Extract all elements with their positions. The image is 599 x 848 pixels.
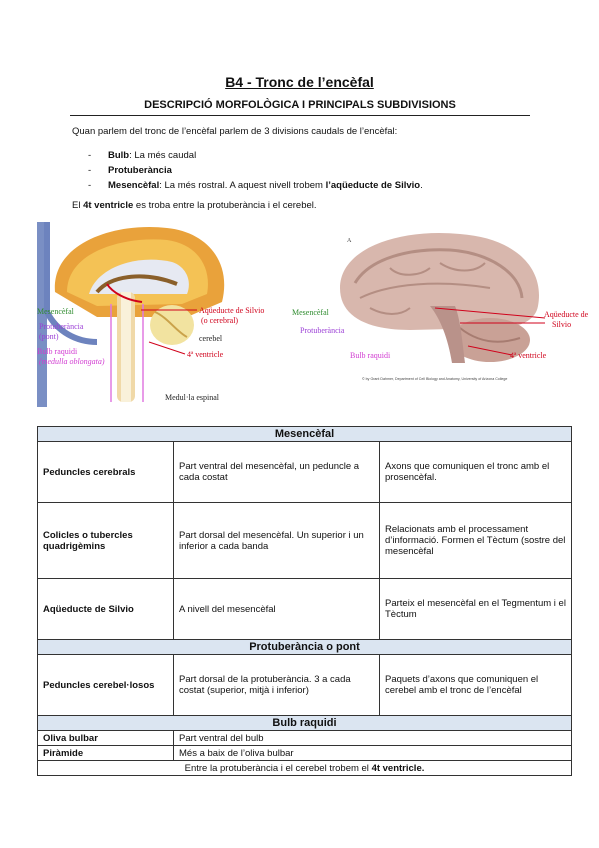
- description-cell: Part ventral del mesencèfal, un peduncle…: [173, 441, 380, 503]
- label-pont: (pont): [39, 332, 59, 341]
- list-item-tail: .: [420, 180, 423, 191]
- description-cell: Més a baix de l’oliva bulbar: [173, 745, 572, 761]
- table-row: Peduncles cerebrals Part ventral del mes…: [37, 441, 572, 503]
- page-title: B4 - Tronc de l’encèfal: [225, 74, 374, 90]
- notes-cell: Paquets d’axons que comuniquen el cerebe…: [379, 654, 572, 716]
- note-post: es troba entre la protuberància i el cer…: [133, 200, 317, 211]
- note-bold: 4t ventricle: [83, 200, 134, 211]
- label-aqueducte-2: Aqüeducte de: [544, 310, 589, 319]
- section-title: Mesencèfal: [37, 426, 572, 442]
- list-item: Protuberància: [88, 163, 423, 178]
- list-item-term: Bulb: [108, 150, 130, 161]
- footer-text: Entre la protuberància i el cerebel trob…: [184, 762, 372, 774]
- table-section-header: Protuberància o pont: [37, 639, 572, 655]
- description-cell: Part ventral del bulb: [173, 730, 572, 746]
- footer-cell: Entre la protuberància i el cerebel trob…: [37, 760, 572, 776]
- list-item-term: Mesencèfal: [108, 180, 160, 191]
- list-item-emphasis: l’aqüeducte de Silvio: [325, 180, 421, 191]
- label-mesencefal-2: Mesencèfal: [292, 308, 329, 317]
- label-medulla-oblongata: (medulla oblongata): [39, 357, 105, 366]
- list-item: Bulb: La més caudal: [88, 148, 423, 163]
- notes-cell: Parteix el mesencèfal en el Tegmentum i …: [379, 578, 572, 640]
- label-bulb: Bulb raquidi: [37, 347, 78, 356]
- label-cerebel: cerebel: [199, 334, 223, 343]
- label-bulb-2: Bulb raquidi: [350, 351, 391, 360]
- label-aqueducte-cerebral: (o cerebral): [201, 316, 239, 325]
- label-protuberancia: Protuberància: [39, 322, 84, 331]
- list-item-text: : La més caudal: [129, 150, 197, 161]
- label-a: A: [347, 238, 352, 244]
- list-item: Mesencèfal: La més rostral. A aquest niv…: [88, 178, 423, 193]
- notes-cell: Axons que comuniquen el tronc amb el pro…: [379, 441, 572, 503]
- term-cell: Peduncles cerebrals: [37, 441, 174, 503]
- label-medulla-espinal: Medul·la espinal: [165, 393, 219, 402]
- list-item-term: Protuberància: [108, 165, 172, 176]
- table-row: Piràmide Més a baix de l’oliva bulbar: [37, 745, 572, 761]
- description-cell: Part dorsal del mesencèfal. Un superior …: [173, 502, 380, 579]
- section-title: Bulb raquidi: [37, 715, 572, 731]
- subdivisions-table: Mesencèfal Peduncles cerebrals Part vent…: [37, 426, 572, 776]
- footer-bold: 4t ventricle.: [371, 762, 425, 774]
- section-subtitle: DESCRIPCIÓ MORFOLÒGICA I PRINCIPALS SUBD…: [70, 99, 530, 116]
- table-row: Colicles o tubercles quadrigèmins Part d…: [37, 502, 572, 579]
- note-pre: El: [72, 200, 84, 211]
- brain-illustration: [37, 222, 287, 407]
- term-cell: Piràmide: [37, 745, 174, 761]
- term-cell: Aqüeducte de Silvio: [37, 578, 174, 640]
- term-cell: Colicles o tubercles quadrigèmins: [37, 502, 174, 579]
- table-footer-row: Entre la protuberància i el cerebel trob…: [37, 760, 572, 776]
- label-protuberancia-2: Protuberància: [300, 326, 345, 335]
- term-cell: Oliva bulbar: [37, 730, 174, 746]
- description-cell: A nivell del mesencèfal: [173, 578, 380, 640]
- term-cell: Peduncles cerebel·losos: [37, 654, 174, 716]
- brain-photo: [290, 228, 588, 388]
- description-cell: Part dorsal de la protuberància. 3 a cad…: [173, 654, 380, 716]
- divisions-list: Bulb: La més caudal Protuberància Mesenc…: [88, 148, 423, 193]
- ventricle-note: El 4t ventricle es troba entre la protub…: [72, 200, 317, 211]
- label-4t-ventricle-2: 4ª ventricle: [510, 351, 547, 360]
- label-aqueducte: Aqüeducte de Silvio: [199, 306, 265, 315]
- list-item-text: : La més rostral. A aquest nivell trobem: [159, 180, 326, 191]
- label-mesencefal: Mesencèfal: [37, 307, 74, 316]
- table-section-header: Mesencèfal: [37, 426, 572, 442]
- table-row: Aqüeducte de Silvio A nivell del mesencè…: [37, 578, 572, 640]
- label-4t-ventricle: 4ª ventricle: [187, 350, 224, 359]
- brain-photo-figure: A Mesencèfal Protuberància Bulb raquidi …: [290, 228, 588, 388]
- section-title: Protuberància o pont: [37, 639, 572, 655]
- table-section-header: Bulb raquidi: [37, 715, 572, 731]
- label-silvio-2: Silvio: [552, 320, 572, 329]
- table-row: Oliva bulbar Part ventral del bulb: [37, 730, 572, 746]
- notes-cell: Relacionats amb el processament d’inform…: [379, 502, 572, 579]
- intro-paragraph: Quan parlem del tronc de l’encèfal parle…: [72, 126, 398, 137]
- photo-credit: © by Grant Dahmer, Department of Cell Bi…: [362, 377, 508, 381]
- table-row: Peduncles cerebel·losos Part dorsal de l…: [37, 654, 572, 716]
- brainstem-sagittal-figure: Mesencèfal Protuberància (pont) Bulb raq…: [37, 222, 287, 407]
